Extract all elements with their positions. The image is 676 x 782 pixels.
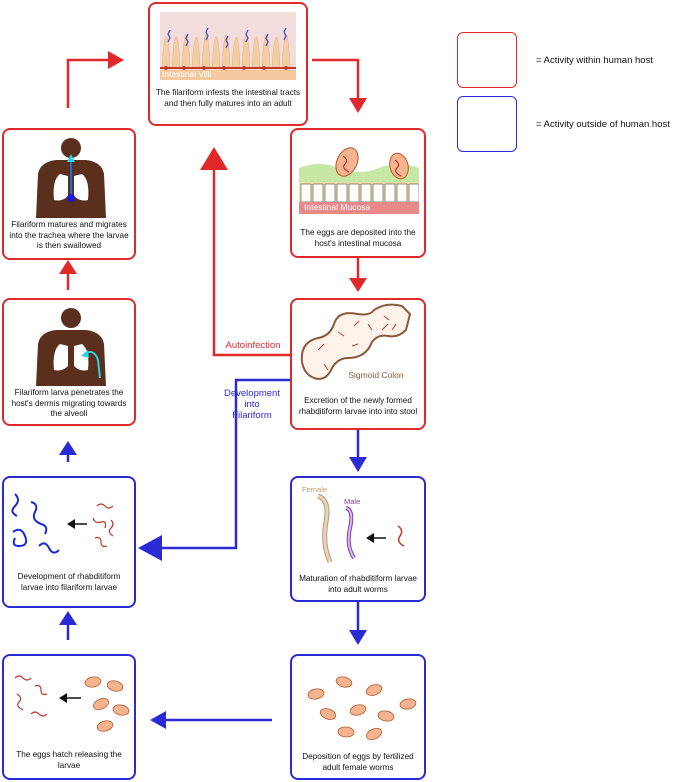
maturation-caption: Maturation of rhabditiform larvae into a… [299, 574, 417, 594]
development-path-label: Development into Filariform [214, 388, 290, 421]
human-torso-dermis-illustration [36, 308, 106, 386]
sigmoid-colon-label: Sigmoid Colon [348, 370, 404, 380]
hatch-caption: The eggs hatch releasing the larvae [16, 750, 122, 770]
autoinfection-label: Autoinfection [225, 340, 281, 351]
red-arrows [66, 58, 360, 357]
male-worm-label: Male [344, 497, 361, 506]
blue-arrowheads [59, 441, 367, 729]
box-adult-worm-maturation: Female Male Maturation of rhabditiform l… [290, 476, 426, 602]
box-eggs-hatch: The eggs hatch releasing the larvae [2, 654, 136, 780]
sigmoid-colon-illustration [300, 303, 412, 380]
colon-caption: Excretion of the newly formed rhabditifo… [298, 396, 418, 416]
blue-arrows [66, 378, 360, 722]
box-sigmoid-colon: Sigmoid Colon Excretion of the newly for… [290, 298, 426, 430]
larvae-development-illustration [11, 493, 114, 554]
intestinal-mucosa-illustration [299, 147, 419, 214]
legend-swatch-outside [457, 96, 517, 152]
villi-caption: The filariform infests the intestinal tr… [155, 88, 301, 108]
mucosa-caption: The eggs are deposited into the host's i… [300, 228, 416, 248]
female-worm-label: Female [302, 485, 328, 494]
intestinal-mucosa-label: Intestinal Mucosa [304, 202, 371, 212]
development-label-line3: Filariform [232, 410, 272, 421]
deposition-caption: Deposition of eggs by fertilized adult f… [302, 752, 414, 772]
box-larvae-development: Development of rhabditiform larvae into … [2, 476, 136, 608]
box-intestinal-villi: Intestinal Villi The filariform infests … [148, 2, 308, 126]
box-trachea-migration: Filariform matures and migrates into the… [2, 128, 136, 260]
intestinal-villi-label: Intestinal Villi [162, 69, 212, 79]
red-arrowheads [59, 51, 367, 292]
development-label-line2: into [244, 399, 260, 410]
development-caption: Development of rhabditiform larvae into … [17, 572, 121, 592]
dermis-caption: Filariform larva penetrates the host's d… [11, 388, 127, 418]
development-label-line1: Development [224, 388, 280, 399]
box-dermis-penetration: Filariform larva penetrates the host's d… [2, 298, 136, 426]
adult-worms-illustration [316, 493, 405, 564]
intestinal-villi-illustration [160, 12, 296, 80]
legend-swatch-human [457, 32, 517, 88]
eggs-deposition-illustration [307, 676, 417, 741]
eggs-hatching-illustration [14, 675, 130, 732]
box-intestinal-mucosa: Intestinal Mucosa The eggs are deposited… [290, 128, 426, 258]
legend-label-human: = Activity within human host [536, 55, 653, 66]
legend-label-outside: = Activity outside of human host [536, 119, 670, 130]
trachea-caption: Filariform matures and migrates into the… [9, 220, 129, 250]
human-torso-lungs-illustration [36, 138, 106, 218]
box-egg-deposition: Deposition of eggs by fertilized adult f… [290, 654, 426, 780]
